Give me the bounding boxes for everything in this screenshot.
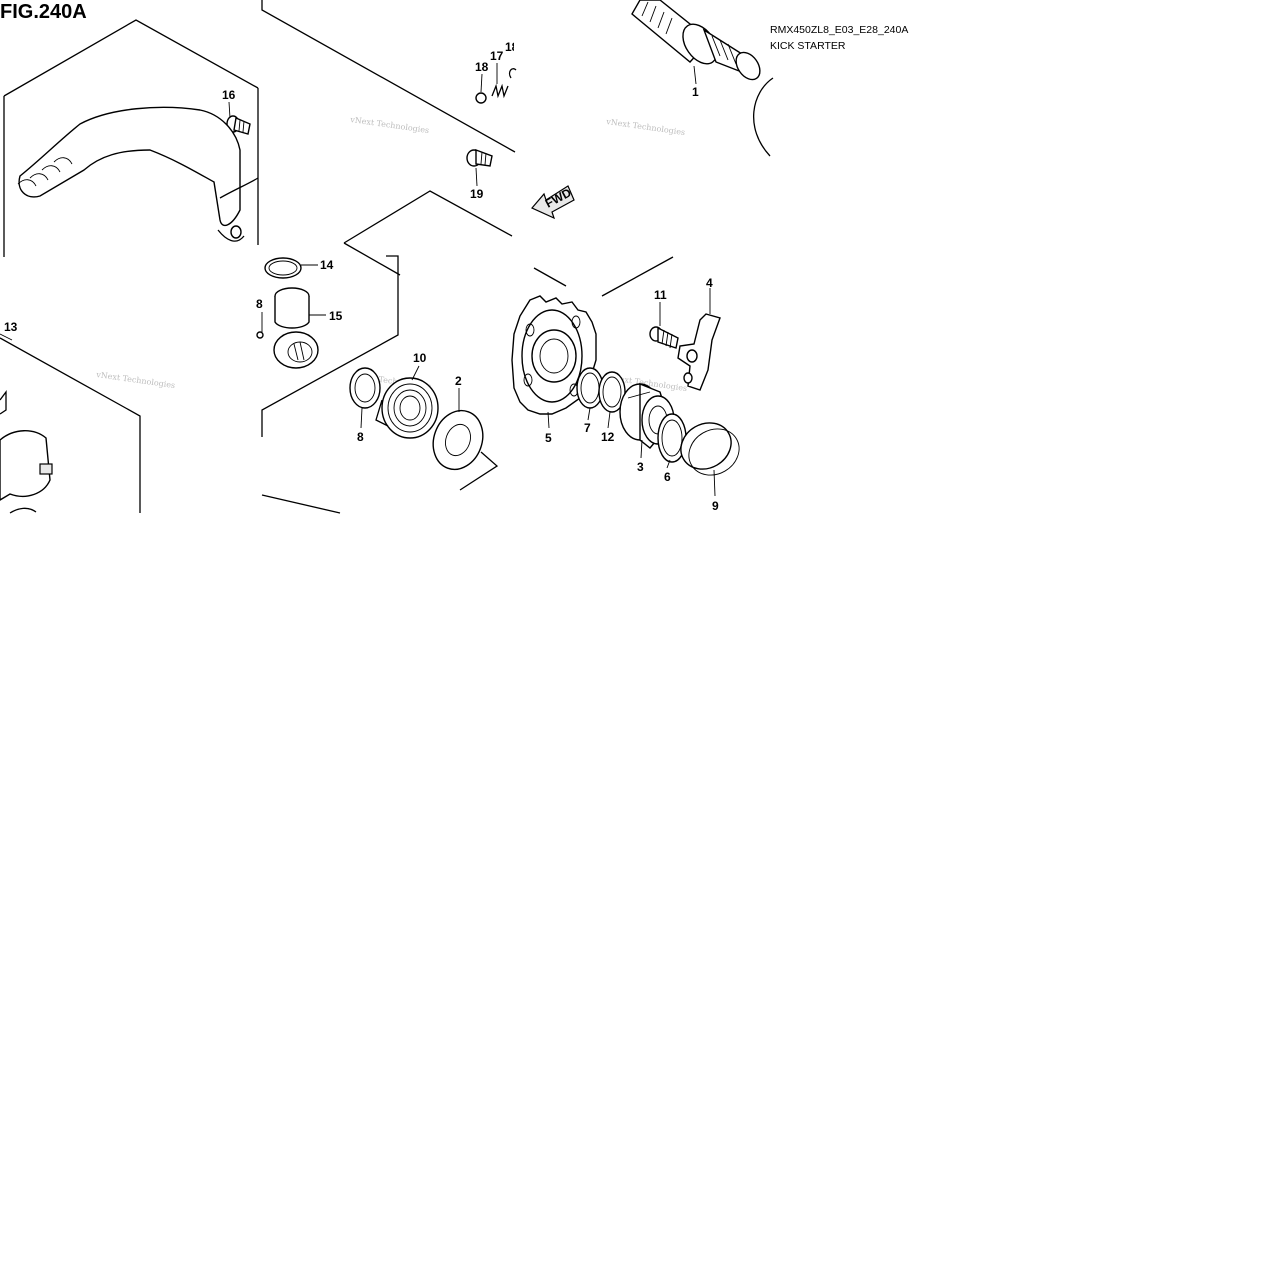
leader-lines: [0, 63, 716, 497]
callout-11: 11: [654, 288, 667, 302]
part-9-spring[interactable]: [672, 414, 747, 484]
part-17-spring[interactable]: [491, 83, 509, 99]
part-14-circlip[interactable]: [264, 257, 302, 279]
part-18-ball[interactable]: [475, 92, 487, 104]
part-18-ball-2[interactable]: [508, 68, 517, 79]
callout-15: 15: [329, 309, 343, 323]
section-subtitle: KICK STARTER: [770, 40, 846, 52]
callout-3: 3: [637, 460, 644, 474]
part-2-washer[interactable]: [425, 404, 491, 477]
part-10-kick-spring[interactable]: [375, 377, 439, 439]
part-4-guide-plate[interactable]: [677, 313, 721, 391]
callout-numbers: 1 2 3 4 5 6 7 8 8 9 10 11 12 13 14 15 16…: [4, 40, 719, 513]
watermark-text: vNext Technologies: [605, 117, 686, 137]
callout-12: 12: [601, 430, 615, 444]
part-11-bolt[interactable]: [649, 326, 679, 349]
callout-7: 7: [584, 421, 591, 435]
callout-9: 9: [712, 499, 719, 513]
forward-arrow-icon: FWD: [531, 185, 575, 220]
part-5-kick-gear[interactable]: [511, 295, 597, 415]
part-1-kick-starter-shaft[interactable]: [631, 0, 774, 157]
callout-19: 19: [470, 187, 484, 201]
part-12-circlip[interactable]: [598, 371, 626, 413]
model-code: RMX450ZL8_E03_E28_240A: [770, 24, 908, 36]
callout-13: 13: [4, 320, 18, 334]
part-13-cover[interactable]: [0, 390, 53, 514]
callout-6: 6: [664, 470, 671, 484]
callout-2: 2: [455, 374, 462, 388]
watermark-text: vNext Technologies: [95, 370, 176, 390]
part-15-guide[interactable]: [256, 287, 319, 369]
crop-mask: [514, 38, 520, 58]
callout-4: 4: [706, 276, 713, 290]
callout-8-lower: 8: [357, 430, 364, 444]
callout-16: 16: [222, 88, 236, 102]
part-6-washer[interactable]: [657, 413, 687, 463]
callout-18-left: 18: [475, 60, 489, 74]
figure-title: FIG.240A: [0, 1, 87, 23]
kick-lever[interactable]: [17, 106, 259, 242]
callout-1: 1: [692, 85, 699, 99]
part-19-bolt[interactable]: [466, 148, 493, 167]
panel-outlines: [0, 0, 674, 514]
callout-8-upper: 8: [256, 297, 263, 311]
callout-17: 17: [490, 49, 504, 63]
callout-14: 14: [320, 258, 334, 272]
callout-5: 5: [545, 431, 552, 445]
watermark-text: vNext Technologies: [349, 115, 430, 135]
callout-10: 10: [413, 351, 427, 365]
part-8-oil-seal[interactable]: [349, 367, 381, 409]
